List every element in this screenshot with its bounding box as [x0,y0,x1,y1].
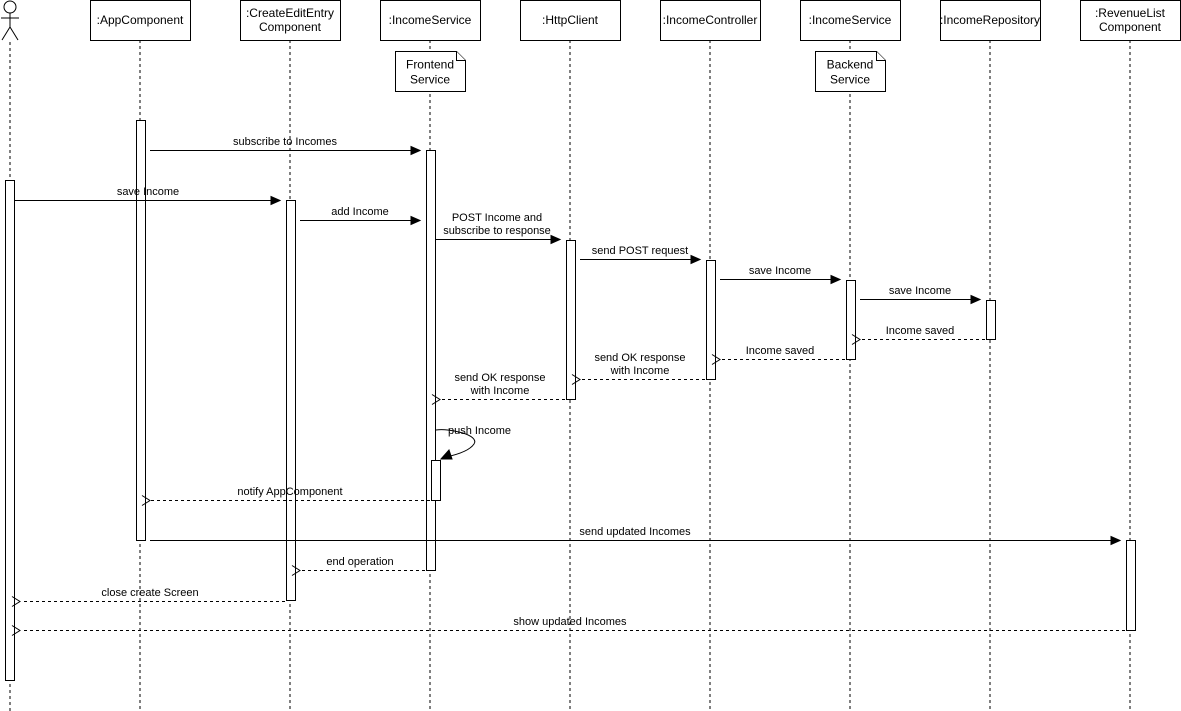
lifeline-title: :HttpClient [542,13,599,27]
message-2[interactable]: save Income [15,186,282,206]
message-label: save Income [889,285,951,297]
lifeline-box[interactable] [240,0,341,41]
lifeline-box[interactable] [1080,0,1181,41]
lifeline-app[interactable]: :AppComponent [90,0,191,711]
message-arrowhead [141,495,151,506]
activation-bar [431,460,441,501]
message-arrowhead [410,145,422,156]
message-16[interactable]: close create Screen [11,587,285,607]
message-label: close create Screen [101,587,198,599]
activation-bar [286,200,296,601]
message-label: add Income [331,206,388,218]
lifeline-box[interactable] [660,0,761,41]
activation-bar [426,150,436,571]
activation-bar [706,260,716,380]
lifeline-title: :IncomeService [389,13,472,27]
message-arrowhead [690,254,702,265]
activation-bar [986,300,996,340]
note-box [395,51,466,92]
message-5[interactable]: send POST request [580,245,702,265]
message-label: save Income [117,186,179,198]
lifeline-box[interactable] [380,0,481,41]
message-label: notify AppComponent [237,486,342,498]
message-6[interactable]: save Income [720,265,842,285]
activations [5,120,1136,681]
lifeline-title: :AppComponent [97,13,184,27]
message-3[interactable]: add Income [300,206,422,226]
user-actor-icon [1,0,19,41]
message-arrowhead [970,294,982,305]
message-arrowhead [550,234,562,245]
message-label: push Income [448,425,511,437]
message-17[interactable]: show updated Incomes [11,616,1125,636]
messages: subscribe to Incomes save Income add Incom… [11,136,1125,636]
note-fold [456,51,466,61]
message-label: send updated Incomes [579,526,691,538]
message-15[interactable]: end operation [291,556,425,576]
message-13[interactable]: notify AppComponent [141,486,430,506]
message-12[interactable]: push Income [435,425,511,460]
message-label: show updated Incomes [513,616,627,628]
activation-bar [1126,540,1136,631]
message-label: save Income [749,265,811,277]
message-9[interactable]: Income saved [711,345,845,365]
message-arrowhead [439,449,453,460]
message-7[interactable]: save Income [860,285,982,305]
lifeline-title: :IncomeRepository [940,13,1040,27]
message-arrowhead [11,625,21,636]
activation-bar [846,280,856,360]
actor [1,0,19,41]
lifeline-fis[interactable]: :IncomeService [380,0,481,711]
message-label: Income saved [746,345,814,357]
lifeline-box[interactable] [800,0,901,41]
activation-bar [136,120,146,541]
message-14[interactable]: send updated Incomes [150,526,1122,546]
message-arrowhead [711,354,721,365]
lifeline-repo[interactable]: :IncomeRepository [940,0,1041,711]
lifeline-title: :IncomeService [809,13,892,27]
message-label: send POST request [592,245,688,257]
lifeline-bis[interactable]: :IncomeService [800,0,901,711]
message-arrowhead [291,565,301,576]
message-label: subscribe to Incomes [233,136,337,148]
lifeline-http[interactable]: :HttpClient [520,0,621,711]
message-line [435,429,476,458]
message-arrowhead [1110,535,1122,546]
activation-bar [566,240,576,400]
note-box [815,51,886,92]
note-fold [876,51,886,61]
message-arrowhead [11,596,21,607]
message-label: Income saved [886,325,954,337]
message-arrowhead [270,195,282,206]
message-arrowhead [830,274,842,285]
message-8[interactable]: Income saved [851,325,985,345]
lifeline-box[interactable] [90,0,191,41]
lifeline-title: :IncomeController [663,13,758,27]
message-arrowhead [431,394,441,405]
lifeline-ctrl[interactable]: :IncomeController [660,0,761,711]
message-1[interactable]: subscribe to Incomes [150,136,422,156]
message-arrowhead [851,334,861,345]
message-arrowhead [571,374,581,385]
activation-bar [5,180,15,681]
message-label: end operation [326,556,393,568]
lifeline-box[interactable] [520,0,621,41]
lifeline-box[interactable] [940,0,1041,41]
message-arrowhead [410,215,422,226]
